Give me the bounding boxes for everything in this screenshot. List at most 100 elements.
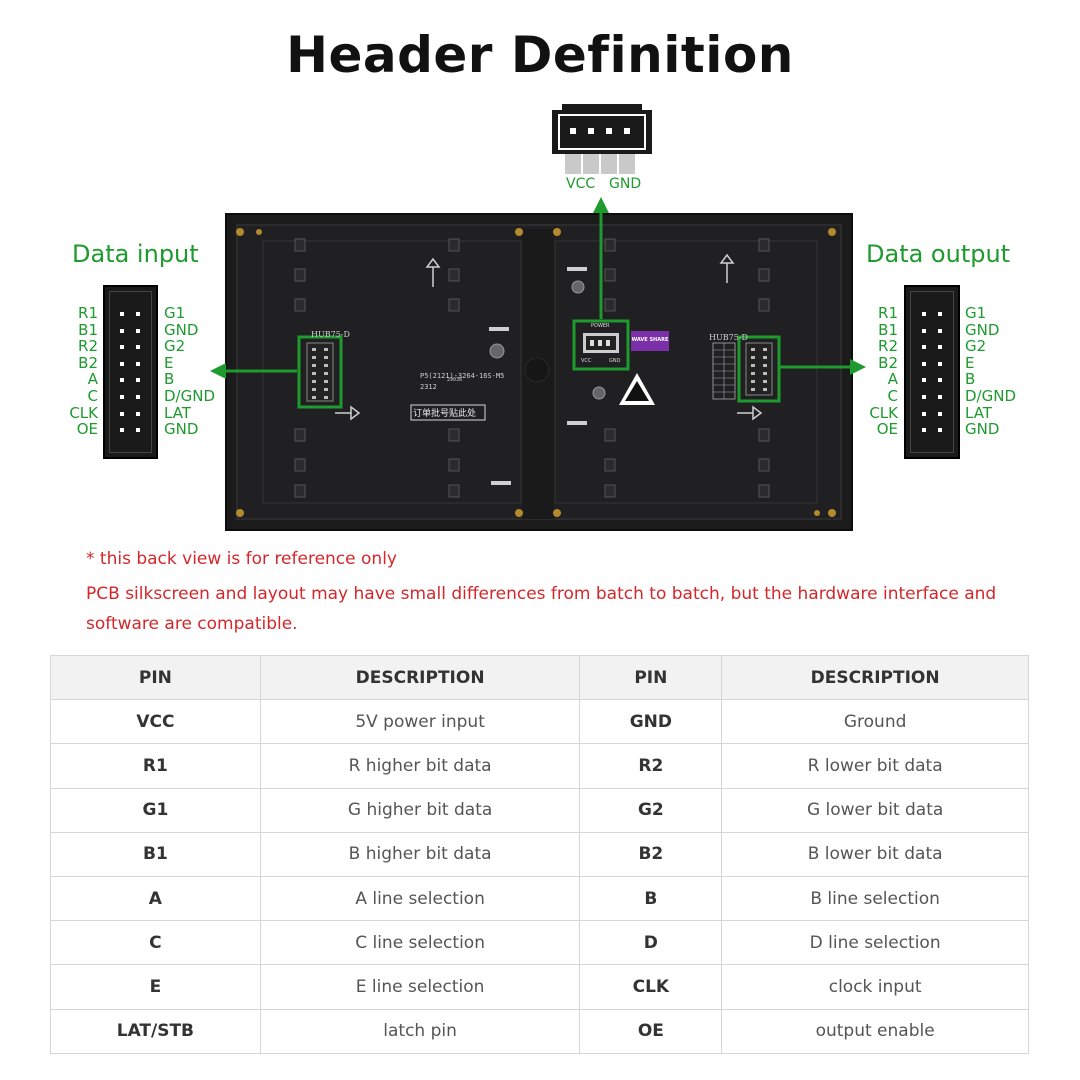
pin-label: GND [965, 320, 1000, 339]
data-output-left-pins: R1 B1 R2 B2 A C CLK OE [858, 305, 898, 438]
pin-cell: G2 [579, 787, 723, 833]
data-input-right-pins: G1 GND G2 E B D/GND LAT GND [164, 305, 215, 438]
power-gnd-label: GND [609, 176, 642, 192]
pin-cell: C [50, 920, 261, 966]
description-cell: E line selection [259, 964, 581, 1010]
panel-code-text: 2312 [420, 383, 437, 391]
pin-label: A [887, 370, 898, 389]
pin-cell: GND [579, 699, 723, 745]
pin-cell: LAT/STB [50, 1008, 261, 1054]
pin-label: C [887, 386, 898, 405]
table-row: A A line selection B B line selection [50, 875, 1029, 922]
pin-label: R2 [78, 337, 98, 356]
pin-label: CLK [869, 403, 898, 422]
pin-label: OE [876, 420, 898, 439]
pin-label: B [164, 370, 175, 389]
pin-label: B2 [78, 353, 98, 372]
table-header-row: PIN DESCRIPTION PIN DESCRIPTION [50, 654, 1029, 701]
hub-left-label: HUB75-D [311, 330, 350, 339]
pin-cell: VCC [50, 699, 261, 745]
data-input-left-pins: R1 B1 R2 B2 A C CLK OE [60, 305, 98, 438]
pin-cell: B1 [50, 831, 261, 877]
description-cell: C line selection [259, 920, 581, 966]
pin-label: GND [164, 320, 199, 339]
description-cell: clock input [721, 964, 1029, 1010]
pin-label: CLK [69, 403, 98, 422]
pin-label: LAT [164, 403, 191, 422]
pin-cell: CLK [579, 964, 723, 1010]
pin-label: D/GND [164, 386, 215, 405]
pin-cell: D [579, 920, 723, 966]
page-title: Header Definition [286, 26, 794, 84]
pin-label: R1 [78, 304, 98, 322]
pin-label: G1 [164, 304, 186, 322]
pin-label: B1 [78, 320, 98, 339]
pin-label: G2 [965, 337, 987, 356]
description-cell: G higher bit data [259, 787, 581, 833]
pin-cell: R2 [579, 743, 723, 789]
description-cell: G lower bit data [721, 787, 1029, 833]
table-row: C C line selection D D line selection [50, 920, 1029, 966]
pin-label: B1 [878, 320, 898, 339]
table-row: B1 B higher bit data B2 B lower bit data [50, 831, 1029, 877]
pin-label: GND [965, 420, 1000, 439]
pin-label: G2 [164, 337, 186, 356]
description-cell: D line selection [721, 920, 1029, 966]
column-header: DESCRIPTION [721, 654, 1029, 701]
pin-cell: B2 [579, 831, 723, 877]
pin-cell: A [50, 875, 261, 922]
pin-cell: B [579, 875, 723, 922]
board-power-gnd: GND [609, 358, 621, 364]
batch-label-box: 订单批号贴此处 [413, 409, 477, 419]
data-output-title: Data output [866, 240, 1011, 268]
description-cell: B higher bit data [259, 831, 581, 877]
brand-logo: WAVE SHARE [631, 337, 669, 343]
board-power-label: POWER [591, 323, 610, 329]
power-connector-diagram [552, 104, 652, 174]
pin-cell: R1 [50, 743, 261, 789]
pin-label: C [87, 386, 98, 405]
power-vcc-label: VCC [566, 176, 596, 192]
pin-label: R2 [878, 337, 898, 356]
pin-label: LAT [965, 403, 992, 422]
connection-arrows [210, 197, 866, 379]
led-panel-back-view: HUB75-D HUB75-D P5(2121)-3264-16S-M5 231… [225, 213, 853, 531]
panel-code-text-2: 29038 [447, 377, 463, 383]
pin-cell: OE [579, 1008, 723, 1054]
pin-label: D/GND [965, 386, 1016, 405]
pin-label: E [164, 353, 174, 372]
table-row: VCC 5V power input GND Ground [50, 699, 1029, 745]
description-cell: R lower bit data [721, 743, 1029, 789]
table-row: R1 R higher bit data R2 R lower bit data [50, 743, 1029, 789]
description-cell: B lower bit data [721, 831, 1029, 877]
pin-label: GND [164, 420, 199, 439]
description-cell: output enable [721, 1008, 1029, 1054]
column-header: DESCRIPTION [259, 654, 581, 701]
description-cell: Ground [721, 699, 1029, 745]
pin-label: B2 [878, 353, 898, 372]
data-output-header-connector [904, 285, 960, 459]
description-cell: 5V power input [259, 699, 581, 745]
table-row: G1 G higher bit data G2 G lower bit data [50, 787, 1029, 833]
pin-label: OE [76, 420, 98, 439]
description-cell: R higher bit data [259, 743, 581, 789]
pin-label: G1 [965, 304, 987, 322]
pin-description-table: PIN DESCRIPTION PIN DESCRIPTION VCC 5V p… [50, 654, 1029, 1054]
data-input-header-connector [103, 285, 158, 459]
description-cell: B line selection [721, 875, 1029, 922]
description-cell: A line selection [259, 875, 581, 922]
board-power-vcc: VCC [581, 358, 592, 364]
reference-note: * this back view is for reference only [86, 549, 397, 569]
table-row: E E line selection CLK clock input [50, 964, 1029, 1010]
pin-label: A [87, 370, 98, 389]
data-input-title: Data input [72, 240, 199, 268]
pin-label: R1 [878, 304, 898, 322]
hub-right-label: HUB75-D [709, 333, 748, 342]
data-output-right-pins: G1 GND G2 E B D/GND LAT GND [965, 305, 1016, 438]
pin-cell: E [50, 964, 261, 1010]
pin-label: E [965, 353, 975, 372]
panel-model-text: P5(2121)-3264-16S-M5 [420, 372, 505, 380]
batch-difference-note: PCB silkscreen and layout may have small… [86, 584, 997, 634]
description-cell: latch pin [259, 1008, 581, 1054]
column-header: PIN [579, 654, 723, 701]
